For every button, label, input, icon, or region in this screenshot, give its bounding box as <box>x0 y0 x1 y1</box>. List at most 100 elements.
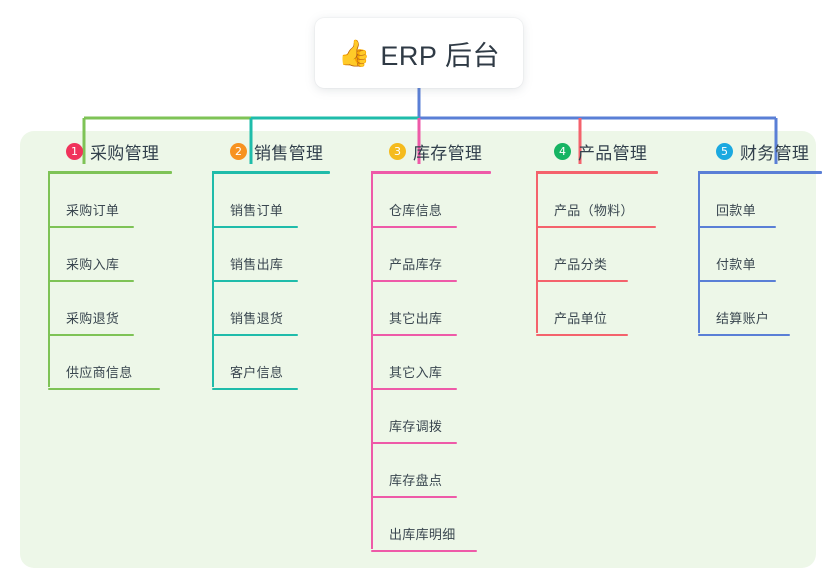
branch-item[interactable]: 采购入库 <box>42 228 172 282</box>
branch-badge-1: 1 <box>66 142 83 160</box>
branch-item-rule <box>48 334 134 336</box>
branch-header-rule <box>698 171 822 174</box>
branch-item-label: 供应商信息 <box>66 365 133 380</box>
branch-item-label: 其它出库 <box>389 311 443 326</box>
branch-item-label: 结算账户 <box>716 311 770 326</box>
branch-item-rule <box>48 280 134 282</box>
branch-item[interactable]: 产品单位 <box>530 282 658 336</box>
branch-item-label: 产品库存 <box>389 257 443 272</box>
branch-items: 回款单付款单结算账户 <box>692 174 822 336</box>
branch-header-5[interactable]: 5 财务管理 <box>692 131 822 171</box>
branch-item-label: 回款单 <box>716 203 756 218</box>
branch-item[interactable]: 采购订单 <box>42 174 172 228</box>
branch-header-rule <box>536 171 658 174</box>
root-node-inner: 👍 ERP 后台 <box>338 34 500 73</box>
branch-item-label: 产品（物料） <box>554 203 634 218</box>
branch-header-label: 库存管理 <box>413 143 483 163</box>
branch-header-label: 采购管理 <box>90 143 160 163</box>
branch-item[interactable]: 产品（物料） <box>530 174 658 228</box>
branch-item[interactable]: 其它入库 <box>365 336 491 390</box>
branch-spine <box>536 171 538 333</box>
root-node[interactable]: 👍 ERP 后台 <box>315 18 523 88</box>
branch-item[interactable]: 销售出库 <box>206 228 330 282</box>
branch-item[interactable]: 销售退货 <box>206 282 330 336</box>
branch-item-rule <box>536 226 656 228</box>
branch-item-rule <box>536 280 628 282</box>
branch-item-label: 采购入库 <box>66 257 120 272</box>
branch-item-rule <box>698 226 776 228</box>
branch-spine <box>212 171 214 387</box>
branch-items: 产品（物料） 产品分类产品单位 <box>530 174 658 336</box>
branch-header-3[interactable]: 3 库存管理 <box>365 131 491 171</box>
branch-item-rule <box>371 334 457 336</box>
branches-panel <box>20 131 816 568</box>
branch-item-label: 销售订单 <box>230 203 284 218</box>
branch-item-rule <box>371 550 477 552</box>
branch-badge-3: 3 <box>389 142 406 160</box>
branch-item[interactable]: 产品分类 <box>530 228 658 282</box>
branch-header-rule <box>371 171 491 174</box>
branch-item[interactable]: 销售订单 <box>206 174 330 228</box>
branch-item[interactable]: 其它出库 <box>365 282 491 336</box>
branch-header-label: 财务管理 <box>740 143 810 163</box>
branch-item-label: 产品单位 <box>554 311 608 326</box>
branch-item-label: 销售出库 <box>230 257 284 272</box>
branch-column-1: 1 采购管理采购订单采购入库采购退货供应商信息 <box>42 131 172 390</box>
branch-item[interactable]: 采购退货 <box>42 282 172 336</box>
branch-column-5: 5 财务管理回款单付款单结算账户 <box>692 131 822 336</box>
branch-item-label: 客户信息 <box>230 365 284 380</box>
branch-item[interactable]: 付款单 <box>692 228 822 282</box>
branch-item[interactable]: 仓库信息 <box>365 174 491 228</box>
branch-badge-4: 4 <box>554 142 571 160</box>
branch-header-rule <box>212 171 330 174</box>
branch-item[interactable]: 供应商信息 <box>42 336 172 390</box>
branch-item[interactable]: 回款单 <box>692 174 822 228</box>
branch-item[interactable]: 库存调拨 <box>365 390 491 444</box>
branch-item-rule <box>212 388 298 390</box>
branch-header-label: 产品管理 <box>578 143 648 163</box>
branch-items: 采购订单采购入库采购退货供应商信息 <box>42 174 172 390</box>
branch-item-rule <box>212 226 298 228</box>
branch-items: 销售订单销售出库销售退货客户信息 <box>206 174 330 390</box>
branch-item[interactable]: 库存盘点 <box>365 444 491 498</box>
branch-item[interactable]: 出库库明细 <box>365 498 491 552</box>
branch-header-1[interactable]: 1 采购管理 <box>42 131 172 171</box>
branch-item-rule <box>698 334 790 336</box>
root-title: ERP 后台 <box>380 40 500 71</box>
branch-item-rule <box>371 388 457 390</box>
branch-header-4[interactable]: 4 产品管理 <box>530 131 658 171</box>
branch-spine <box>371 171 373 549</box>
branch-item-rule <box>371 496 457 498</box>
branch-items: 仓库信息产品库存其它出库其它入库库存调拨库存盘点出库库明细 <box>365 174 491 552</box>
branch-item-label: 采购订单 <box>66 203 120 218</box>
branch-item-rule <box>48 388 160 390</box>
branch-column-4: 4 产品管理产品（物料） 产品分类产品单位 <box>530 131 658 336</box>
branch-item[interactable]: 客户信息 <box>206 336 330 390</box>
branch-item-label: 出库库明细 <box>389 527 456 542</box>
branch-item-label: 其它入库 <box>389 365 443 380</box>
branch-item-rule <box>371 442 457 444</box>
branch-item[interactable]: 产品库存 <box>365 228 491 282</box>
branch-spine <box>48 171 50 387</box>
branch-item[interactable]: 结算账户 <box>692 282 822 336</box>
branch-item-rule <box>48 226 134 228</box>
branch-item-rule <box>212 280 298 282</box>
branch-item-label: 采购退货 <box>66 311 120 326</box>
branch-badge-5: 5 <box>716 142 733 160</box>
branch-item-label: 产品分类 <box>554 257 608 272</box>
branch-item-label: 库存调拨 <box>389 419 443 434</box>
branch-item-label: 销售退货 <box>230 311 284 326</box>
branch-item-label: 库存盘点 <box>389 473 443 488</box>
branch-item-rule <box>371 226 457 228</box>
branch-badge-2: 2 <box>230 142 247 160</box>
thumbs-up-icon: 👍 <box>338 38 371 68</box>
branch-item-rule <box>212 334 298 336</box>
branch-item-label: 仓库信息 <box>389 203 443 218</box>
branch-spine <box>698 171 700 333</box>
branch-column-3: 3 库存管理仓库信息产品库存其它出库其它入库库存调拨库存盘点出库库明细 <box>365 131 491 552</box>
branch-item-rule <box>536 334 628 336</box>
